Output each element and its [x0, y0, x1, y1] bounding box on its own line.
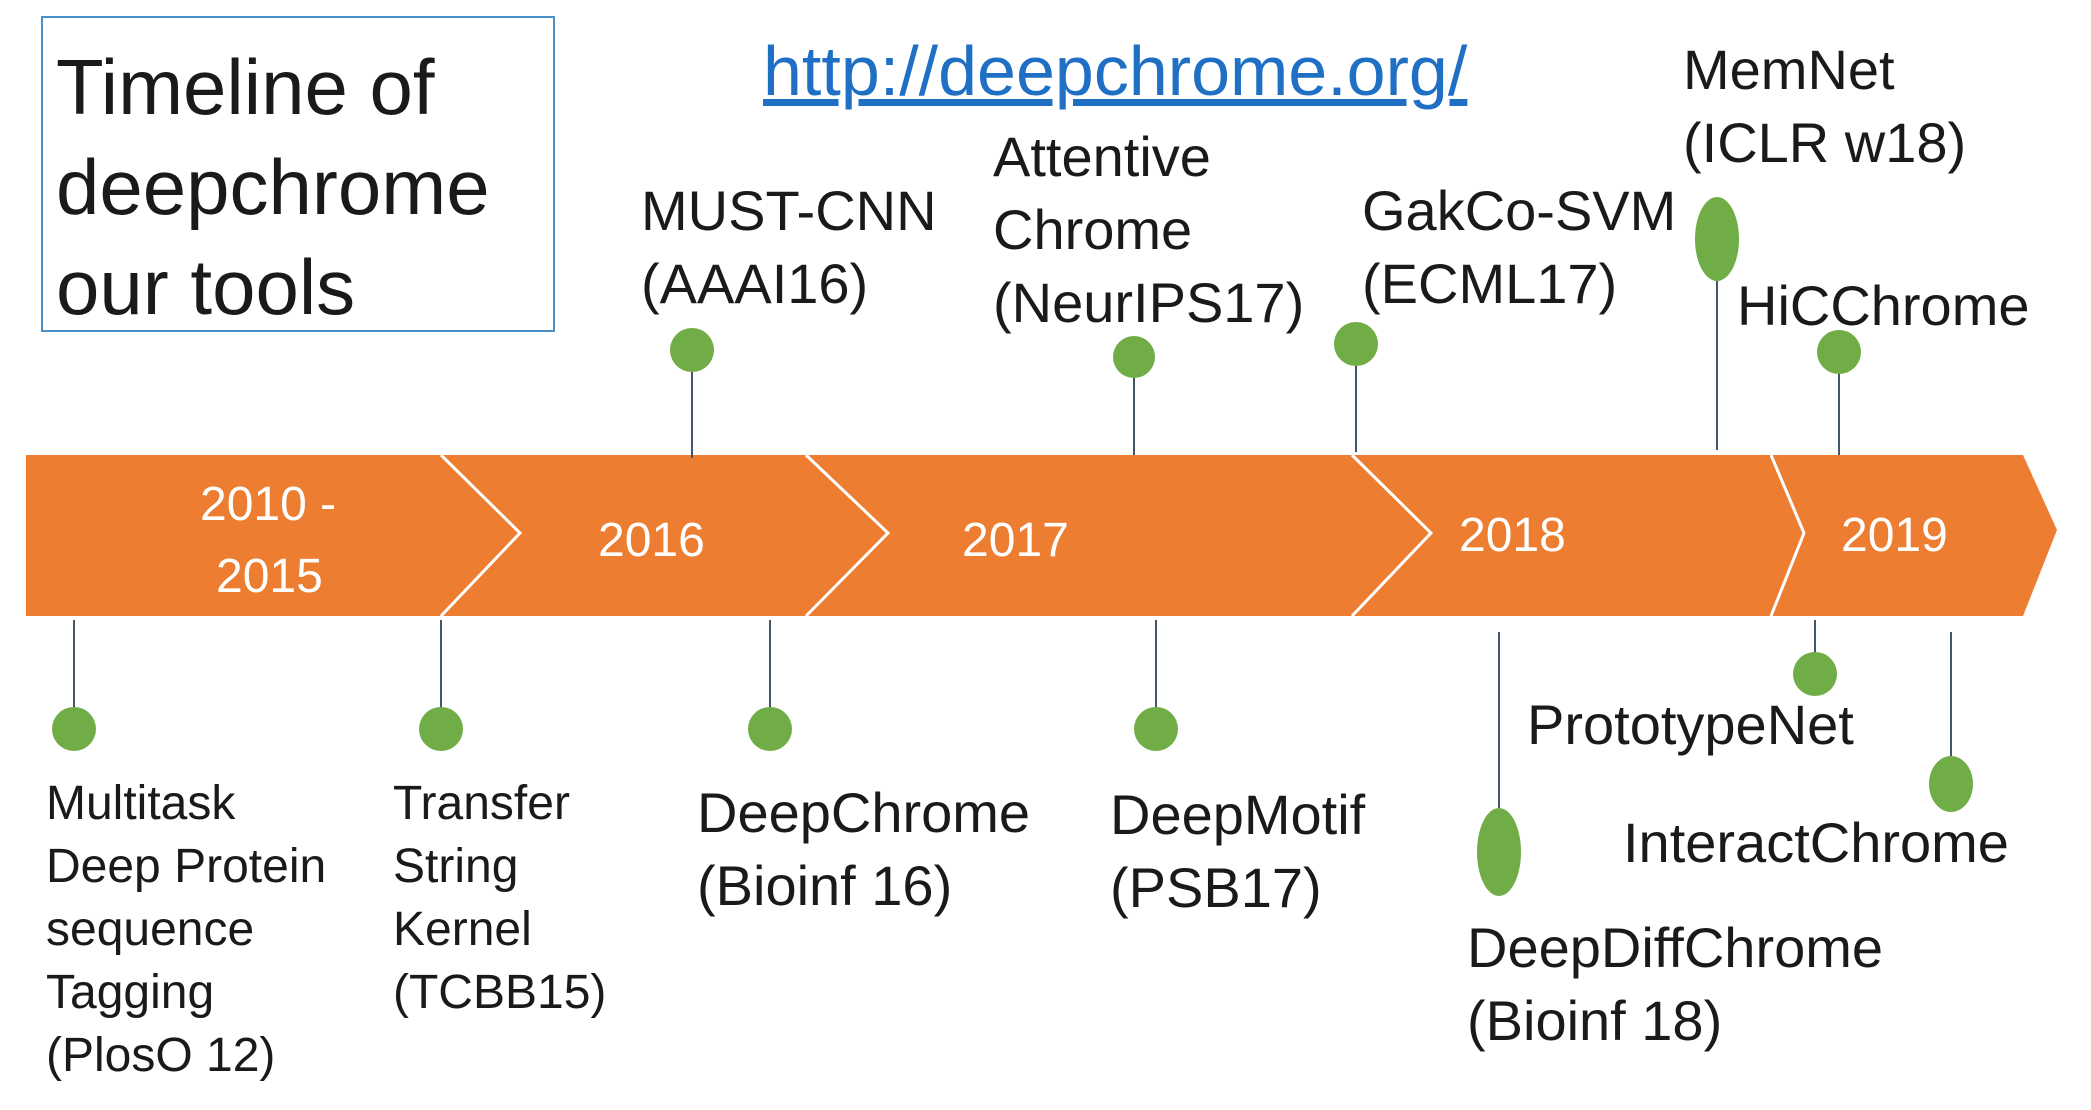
tool-attentive-chrome-line-2: Chrome	[993, 198, 1193, 261]
tool-transfer-line-3: Kernel	[393, 903, 532, 956]
tool-memnet-line-1: MemNet	[1683, 38, 1895, 101]
tool-must-cnn-line-1: MUST-CNN	[641, 179, 937, 242]
dot-memnet	[1695, 197, 1739, 281]
dot-hicchrome	[1817, 330, 1861, 374]
year-label-2010: 2010 -	[200, 478, 337, 531]
tool-prototypenet: PrototypeNet	[1527, 693, 1854, 756]
tool-deepmotif-line-2: (PSB17)	[1110, 856, 1322, 919]
tool-transfer-line-4: (TCBB15)	[393, 966, 607, 1019]
tool-deepchrome-line-1: DeepChrome	[697, 781, 1031, 844]
dot-deepmotif	[1134, 707, 1178, 751]
dot-prototypenet	[1793, 652, 1837, 696]
dot-attentive-chrome	[1113, 336, 1155, 378]
chevron-divider-3	[1350, 453, 1434, 618]
dot-deepchrome	[748, 707, 792, 751]
chevron-divider-2	[804, 453, 891, 618]
year-label-2015: 2015	[216, 550, 323, 603]
tool-deepchrome-line-2: (Bioinf 16)	[697, 854, 953, 917]
dot-gakco-svm	[1334, 322, 1378, 366]
title-line-3: our tools	[56, 243, 356, 331]
chevron-divider-1	[439, 453, 523, 618]
title-line-1: Timeline of	[56, 43, 435, 131]
tool-transfer-line-1: Transfer	[393, 777, 570, 830]
year-label-2019: 2019	[1841, 509, 1948, 562]
tool-must-cnn-line-2: (AAAI16)	[641, 252, 869, 315]
tool-multitask-line-4: Tagging	[46, 966, 215, 1019]
year-label-2016: 2016	[598, 514, 705, 567]
tool-multitask-line-5: (PlosO 12)	[46, 1029, 276, 1082]
tool-multitask-line-3: sequence	[46, 903, 255, 956]
tool-deepdiffchrome-line-1: DeepDiffChrome	[1467, 916, 1884, 979]
website-link[interactable]: http://deepchrome.org/	[763, 32, 1468, 110]
tool-multitask-line-2: Deep Protein	[46, 840, 327, 893]
dot-deepdiffchrome	[1477, 808, 1521, 896]
tool-gakco-svm-line-1: GakCo-SVM	[1362, 179, 1677, 242]
tool-attentive-chrome-line-1: Attentive	[993, 125, 1211, 188]
tool-deepdiffchrome-line-2: (Bioinf 18)	[1467, 989, 1723, 1052]
tool-interactchrome: InteractChrome	[1623, 811, 2009, 874]
title-box	[41, 16, 555, 332]
tool-multitask-line-1: Multitask	[46, 777, 236, 830]
title-line-2: deepchrome	[56, 143, 490, 231]
tool-attentive-chrome-line-3: (NeurIPS17)	[993, 271, 1305, 334]
dot-interactchrome	[1929, 756, 1973, 812]
tool-transfer-line-2: String	[393, 840, 519, 893]
year-label-2018: 2018	[1459, 509, 1566, 562]
timeline-arrow	[26, 455, 2057, 616]
dot-multitask	[52, 707, 96, 751]
tool-memnet-line-2: (ICLR w18)	[1683, 111, 1967, 174]
dot-must-cnn	[670, 328, 714, 372]
tool-deepmotif-line-1: DeepMotif	[1110, 783, 1366, 846]
dot-transfer-string	[419, 707, 463, 751]
year-label-2017: 2017	[962, 514, 1069, 567]
chevron-divider-4	[1769, 454, 1806, 617]
tool-gakco-svm-line-2: (ECML17)	[1362, 252, 1618, 315]
tool-hicchrome: HiCChrome	[1737, 274, 2030, 337]
